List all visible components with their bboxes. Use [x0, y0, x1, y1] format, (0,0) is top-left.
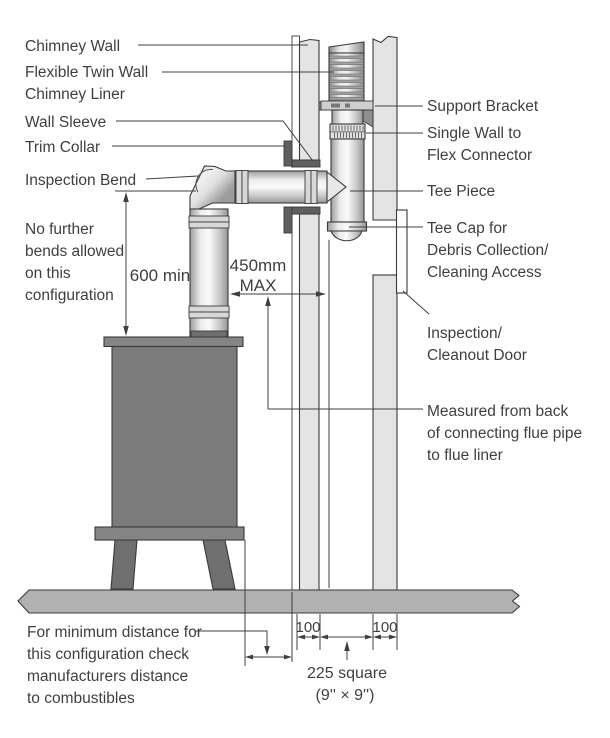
flue-riser-pipe	[188, 208, 230, 338]
label-tee-cap-3: Cleaning Access	[427, 264, 542, 281]
label-wall-sleeve: Wall Sleeve	[25, 114, 106, 131]
bend-body	[189, 165, 236, 214]
label-min-distance-2: this configuration check	[27, 646, 189, 663]
connecting-flue-pipe	[230, 170, 347, 204]
bracket-slot	[331, 103, 340, 108]
pipe-band	[188, 311, 230, 319]
label-measured-3: to flue liner	[427, 447, 503, 464]
label-flexible-liner-2: Chimney Liner	[25, 86, 125, 103]
left-wall-upper	[298, 38, 320, 161]
label-chimney-wall: Chimney Wall	[25, 38, 120, 55]
stove-body	[111, 345, 238, 528]
labels-right: Support Bracket Single Wall to Flex Conn…	[427, 98, 582, 464]
min-distance-leader	[196, 630, 268, 648]
labels-left: Chimney Wall Flexible Twin Wall Chimney …	[25, 38, 148, 304]
connector-ribs-bottom	[334, 132, 362, 138]
label-trim-collar: Trim Collar	[25, 139, 100, 156]
pipe-band	[304, 170, 312, 204]
label-min-distance-1: For minimum distance for	[27, 624, 202, 641]
label-no-bends-3: on this	[25, 265, 71, 282]
label-support-bracket: Support Bracket	[427, 98, 539, 115]
dim-100-left-text: 100	[295, 619, 320, 636]
left-wall-lower	[298, 213, 320, 591]
dim-max-text: MAX	[240, 276, 277, 295]
label-tee-piece: Tee Piece	[427, 183, 495, 200]
flexible-chimney-liner	[328, 41, 365, 102]
stove-top-plate	[103, 336, 244, 348]
wall-sleeve-bottom	[291, 206, 321, 215]
stove	[94, 336, 245, 590]
liner-corrugations	[329, 55, 364, 101]
leader-inspection-bend	[145, 175, 199, 180]
right-wall-lower	[372, 274, 398, 591]
hearth-floor	[17, 589, 521, 614]
pipe-band	[241, 170, 249, 204]
label-flexible-liner-1: Flexible Twin Wall	[25, 64, 148, 81]
dimension-texts: 600 min 450mm MAX 100 100 225 square (9'…	[130, 256, 398, 704]
stove-leg-left	[110, 539, 138, 590]
tee-cap	[326, 221, 368, 242]
pipe-band	[188, 215, 230, 223]
dim-100-right-text: 100	[372, 619, 397, 636]
inspection-bend	[189, 165, 236, 214]
liner-adapter-collar	[331, 109, 364, 126]
label-flex-connector-2: Flex Connector	[427, 147, 532, 164]
single-wall-to-flex-connector	[329, 123, 366, 140]
leader-cleanout-door	[402, 290, 430, 315]
label-measured-2: of connecting flue pipe	[427, 425, 582, 442]
pipe-band	[235, 170, 243, 204]
right-wall	[372, 35, 398, 591]
left-wall	[291, 35, 320, 591]
pipe-band	[310, 170, 318, 204]
dim-600min-text: 600 min	[130, 266, 190, 285]
label-inspection-bend: Inspection Bend	[25, 172, 136, 189]
bend-access-port	[195, 168, 214, 193]
riser-flange	[190, 330, 228, 338]
tee-cap-dome	[330, 230, 363, 242]
label-tee-cap-1: Tee Cap for	[427, 220, 507, 237]
pipe-band	[188, 305, 230, 313]
wall-sleeve-top	[291, 159, 321, 168]
trim-collar	[283, 140, 293, 234]
label-flex-connector-1: Single Wall to	[427, 125, 521, 142]
connector-ribs-top	[332, 125, 364, 131]
label-no-bends-2: bends allowed	[25, 243, 124, 260]
trim-collar-top	[283, 140, 293, 167]
dim-450mm-text: 450mm	[230, 256, 287, 275]
trim-collar-bottom	[283, 206, 293, 234]
right-wall-upper	[372, 35, 398, 221]
label-cleanout-door-1: Inspection/	[427, 325, 503, 342]
stove-base-plate	[94, 526, 245, 541]
stove-leg-right	[202, 539, 236, 590]
dimension-lines	[115, 190, 423, 666]
bracket-slot	[345, 103, 350, 108]
label-measured-1: Measured from back	[427, 403, 569, 420]
label-no-bends-1: No further	[25, 221, 94, 238]
label-cleanout-door-2: Cleanout Door	[427, 347, 527, 364]
dim-9x9-text: (9'' × 9'')	[316, 687, 375, 704]
label-tee-cap-2: Debris Collection/	[427, 242, 549, 259]
labels-bottom: For minimum distance for this configurat…	[27, 624, 202, 707]
pipe-band	[188, 221, 230, 229]
tee-entry-cone	[326, 170, 347, 204]
label-no-bends-4: configuration	[25, 287, 114, 304]
inspection-cleanout-door	[395, 209, 408, 294]
label-min-distance-3: manufacturers distance	[27, 668, 188, 685]
leader-wall-sleeve	[116, 120, 314, 162]
dim-225-square-text: 225 square	[307, 665, 387, 682]
left-wall-render-layer-lower	[291, 213, 300, 591]
label-min-distance-4: to combustibles	[27, 690, 135, 707]
leader-lines	[112, 44, 430, 315]
